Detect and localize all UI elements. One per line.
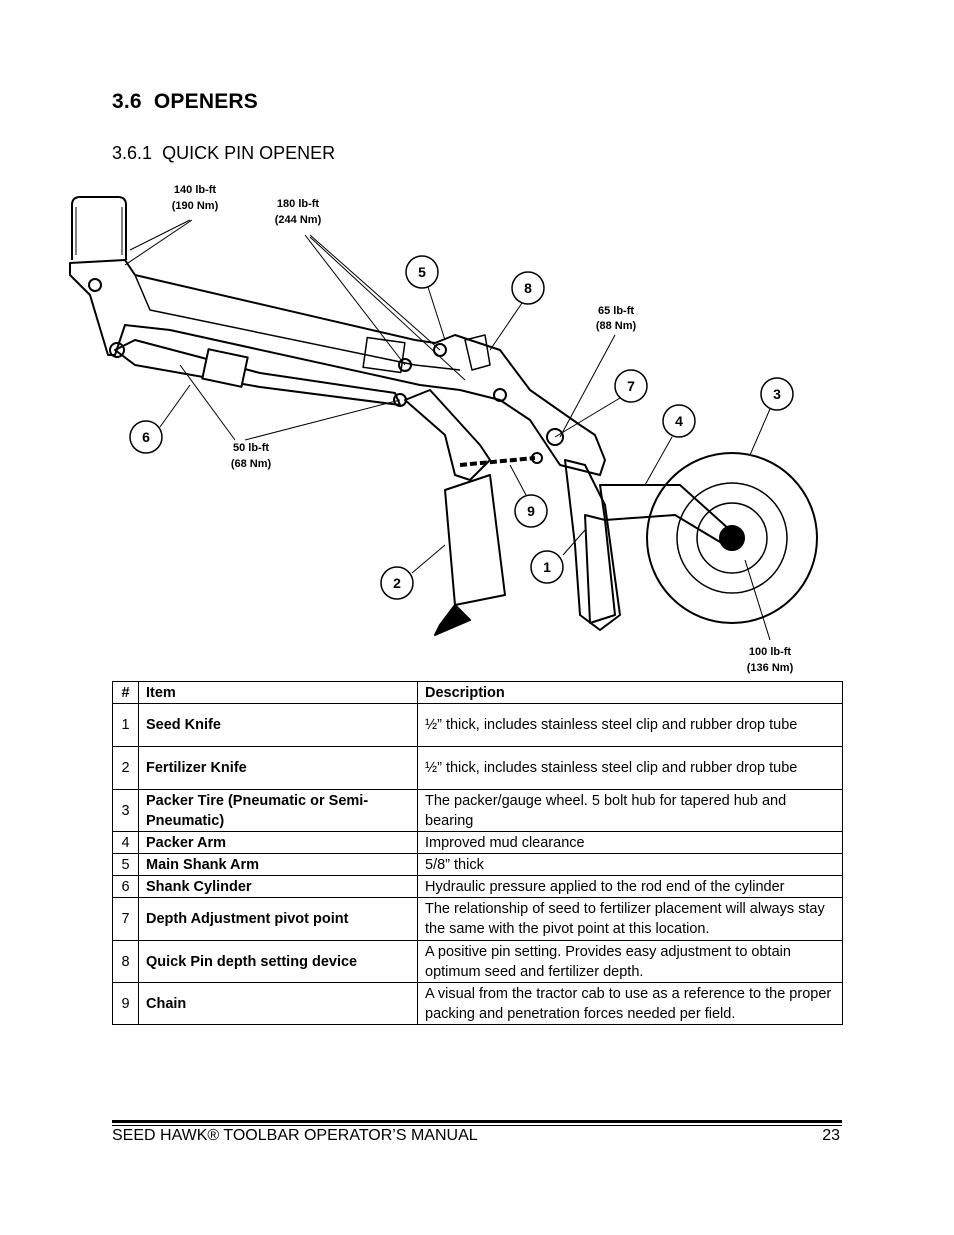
callout-5: 5: [418, 264, 426, 280]
row-description: 5/8” thick: [417, 853, 843, 876]
callout-8: 8: [524, 280, 532, 296]
row-item: Main Shank Arm: [138, 853, 418, 876]
row-item: Seed Knife: [138, 703, 418, 747]
table-row: 1 Seed Knife ½” thick, includes stainles…: [112, 703, 843, 747]
footer-manual-title: SEED HAWK® TOOLBAR OPERATOR’S MANUAL: [112, 1127, 478, 1144]
chain: [459, 456, 536, 467]
torque-65-lbft: 65 lb-ft: [598, 305, 634, 317]
row-number: 8: [112, 940, 139, 983]
row-item: Packer Tire (Pneumatic or Semi-Pneumatic…: [138, 789, 418, 832]
row-description: ½” thick, includes stainless steel clip …: [417, 746, 843, 790]
main-shank-arm: [404, 389, 491, 481]
row-number: 5: [112, 853, 139, 876]
packer-tire: [646, 452, 818, 624]
torque-136-nm: (136 Nm): [747, 662, 794, 674]
row-item: Chain: [138, 982, 418, 1025]
footer-rule: [112, 1120, 842, 1123]
callout-4: 4: [675, 413, 683, 429]
seed-knife-shank: [564, 459, 621, 631]
row-item: Quick Pin depth setting device: [138, 940, 418, 983]
table-row: 8 Quick Pin depth setting device A posit…: [112, 940, 843, 983]
row-description: A positive pin setting. Provides easy ad…: [417, 940, 843, 983]
callout-6: 6: [142, 429, 150, 445]
row-number: 1: [112, 703, 139, 747]
fertilizer-knife: [444, 474, 506, 606]
col-header-number: #: [112, 681, 139, 704]
callout-2: 2: [393, 575, 401, 591]
table-row: 4 Packer Arm Improved mud clearance: [112, 831, 843, 854]
row-number: 9: [112, 982, 139, 1025]
torque-88-nm: (88 Nm): [596, 320, 637, 332]
table-row: 9 Chain A visual from the tractor cab to…: [112, 982, 843, 1025]
row-item: Fertilizer Knife: [138, 746, 418, 790]
table-row: 2 Fertilizer Knife ½” thick, includes st…: [112, 746, 843, 790]
row-item: Shank Cylinder: [138, 875, 418, 898]
row-number: 7: [112, 897, 139, 941]
table-row: 7 Depth Adjustment pivot point The relat…: [112, 897, 843, 941]
callout-7: 7: [627, 378, 635, 394]
quick-pin-opener-diagram: 5 8 7 4 3 6 9 1 2 140 lb-ft (190 Nm) 180…: [60, 175, 840, 680]
torque-100-lbft: 100 lb-ft: [749, 646, 792, 658]
torque-190-nm: (190 Nm): [172, 200, 219, 212]
torque-140-lbft: 140 lb-ft: [174, 184, 217, 196]
col-header-item: Item: [138, 681, 418, 704]
shank-cylinder: [114, 339, 401, 406]
mount-bracket: [71, 196, 127, 260]
torque-68-nm: (68 Nm): [231, 458, 272, 470]
footer-rule-thin: [112, 1125, 842, 1126]
callout-3: 3: [773, 386, 781, 402]
footer-page-number: 23: [822, 1127, 840, 1144]
torque-244-nm: (244 Nm): [275, 214, 322, 226]
callout-1: 1: [543, 559, 551, 575]
row-number: 2: [112, 746, 139, 790]
callout-9: 9: [527, 503, 535, 519]
row-description: The relationship of seed to fertilizer p…: [417, 897, 843, 941]
row-number: 3: [112, 789, 139, 832]
torque-50-lbft: 50 lb-ft: [233, 442, 269, 454]
table-header-row: # Item Description: [112, 681, 843, 704]
table-row: 6 Shank Cylinder Hydraulic pressure appl…: [112, 875, 843, 898]
parts-table: # Item Description 1 Seed Knife ½” thick…: [112, 681, 843, 1025]
subsection-heading: 3.6.1 QUICK PIN OPENER: [112, 143, 336, 163]
row-number: 4: [112, 831, 139, 854]
table-row: 3 Packer Tire (Pneumatic or Semi-Pneumat…: [112, 789, 843, 832]
row-description: ½” thick, includes stainless steel clip …: [417, 703, 843, 747]
row-item: Depth Adjustment pivot point: [138, 897, 418, 941]
torque-180-lbft: 180 lb-ft: [277, 198, 320, 210]
row-description: A visual from the tractor cab to use as …: [417, 982, 843, 1025]
table-row: 5 Main Shank Arm 5/8” thick: [112, 853, 843, 876]
col-header-description: Description: [417, 681, 843, 704]
row-description: The packer/gauge wheel. 5 bolt hub for t…: [417, 789, 843, 832]
row-item: Packer Arm: [138, 831, 418, 854]
section-heading: 3.6 OPENERS: [112, 90, 258, 113]
row-description: Hydraulic pressure applied to the rod en…: [417, 875, 843, 898]
packer-arm: [599, 484, 731, 546]
row-description: Improved mud clearance: [417, 831, 843, 854]
row-number: 6: [112, 875, 139, 898]
